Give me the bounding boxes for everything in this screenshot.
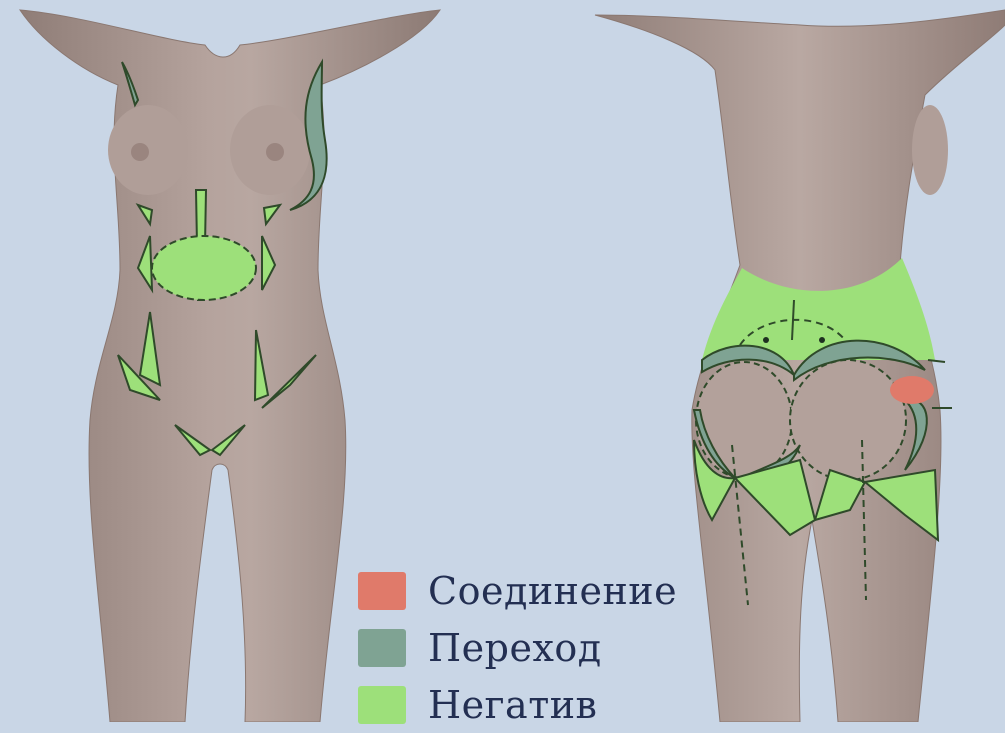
negative-swatch — [358, 686, 406, 724]
legend-item-negative: Негатив — [358, 676, 677, 733]
back-connection-zone — [890, 376, 934, 404]
legend-item-connection: Соединение — [358, 562, 677, 619]
back-right-buttock — [790, 360, 906, 480]
connection-swatch — [358, 572, 406, 610]
legend-item-transition: Переход — [358, 619, 677, 676]
back-right-breast-side — [912, 105, 948, 195]
legend-label-negative: Негатив — [428, 686, 597, 724]
legend-label-transition: Переход — [428, 629, 602, 667]
legend: Соединение Переход Негатив — [358, 562, 677, 733]
transition-swatch — [358, 629, 406, 667]
back-left-buttock — [696, 362, 792, 478]
legend-label-connection: Соединение — [428, 572, 677, 610]
